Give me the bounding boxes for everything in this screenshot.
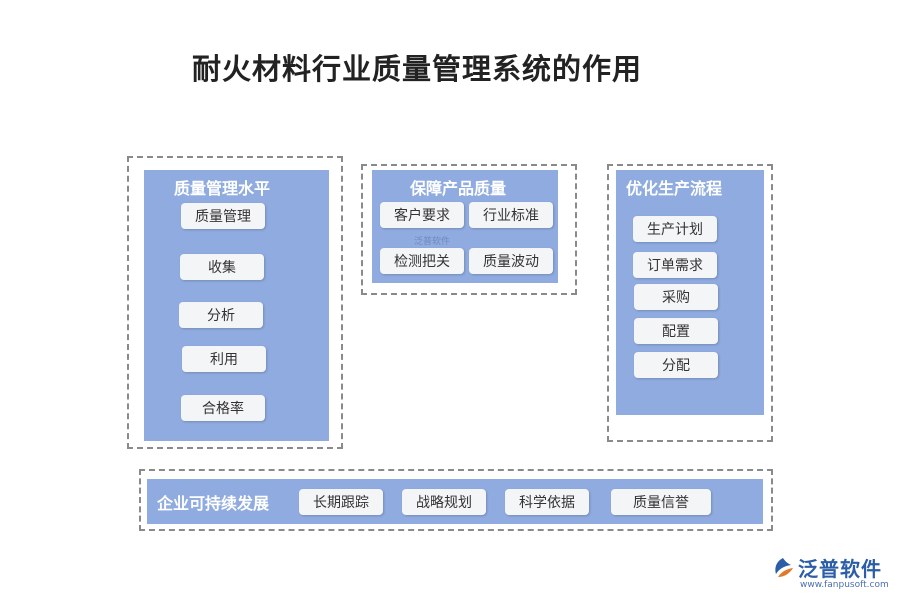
sustainable-frame	[139, 469, 773, 531]
quality-level-item: 质量管理	[181, 203, 265, 229]
optimize-flow-item: 订单需求	[633, 252, 717, 278]
quality-level-item: 利用	[182, 346, 266, 372]
quality-level-item: 合格率	[181, 395, 265, 421]
product-quality-title: 保障产品质量	[410, 179, 507, 198]
product-quality-item: 客户要求	[380, 202, 464, 228]
quality-level-item: 分析	[179, 302, 263, 328]
fanpu-logo-icon	[775, 557, 793, 577]
optimize-flow-item: 生产计划	[633, 216, 717, 242]
product-quality-frame	[361, 164, 577, 295]
center-watermark: 泛普软件	[414, 237, 451, 247]
optimize-flow-item: 采购	[634, 284, 718, 310]
product-quality-item: 检测把关	[380, 248, 464, 274]
page-title: 耐火材料行业质量管理系统的作用	[192, 52, 643, 86]
sustainable-item: 科学依据	[505, 489, 589, 515]
sustainable-item: 长期跟踪	[299, 489, 383, 515]
product-quality-panel: 保障产品质量 客户要求 行业标准 检测把关 质量波动	[372, 170, 558, 283]
product-quality-item: 行业标准	[469, 202, 553, 228]
quality-level-panel: 质量管理水平 质量管理 收集 分析 利用 合格率	[144, 170, 329, 441]
optimize-flow-item: 配置	[634, 318, 718, 344]
optimize-flow-item: 分配	[634, 352, 718, 378]
optimize-flow-panel: 优化生产流程 生产计划 订单需求 采购 配置 分配	[616, 170, 764, 415]
sustainable-item: 质量信誉	[611, 489, 711, 515]
quality-level-item: 收集	[180, 254, 264, 280]
sustainable-title: 企业可持续发展	[157, 494, 270, 513]
product-quality-item: 质量波动	[469, 248, 553, 274]
optimize-flow-frame	[607, 164, 773, 442]
quality-level-frame	[127, 156, 343, 449]
sustainable-panel: 企业可持续发展 长期跟踪 战略规划 科学依据 质量信誉	[147, 479, 763, 524]
fanpu-logo: 泛普软件	[772, 553, 882, 582]
optimize-flow-title: 优化生产流程	[626, 179, 723, 198]
fanpu-logo-url: www.fanpusoft.com	[800, 580, 889, 590]
sustainable-item: 战略规划	[402, 489, 486, 515]
quality-level-title: 质量管理水平	[174, 179, 271, 198]
fanpu-logo-text: 泛普软件	[798, 557, 882, 581]
